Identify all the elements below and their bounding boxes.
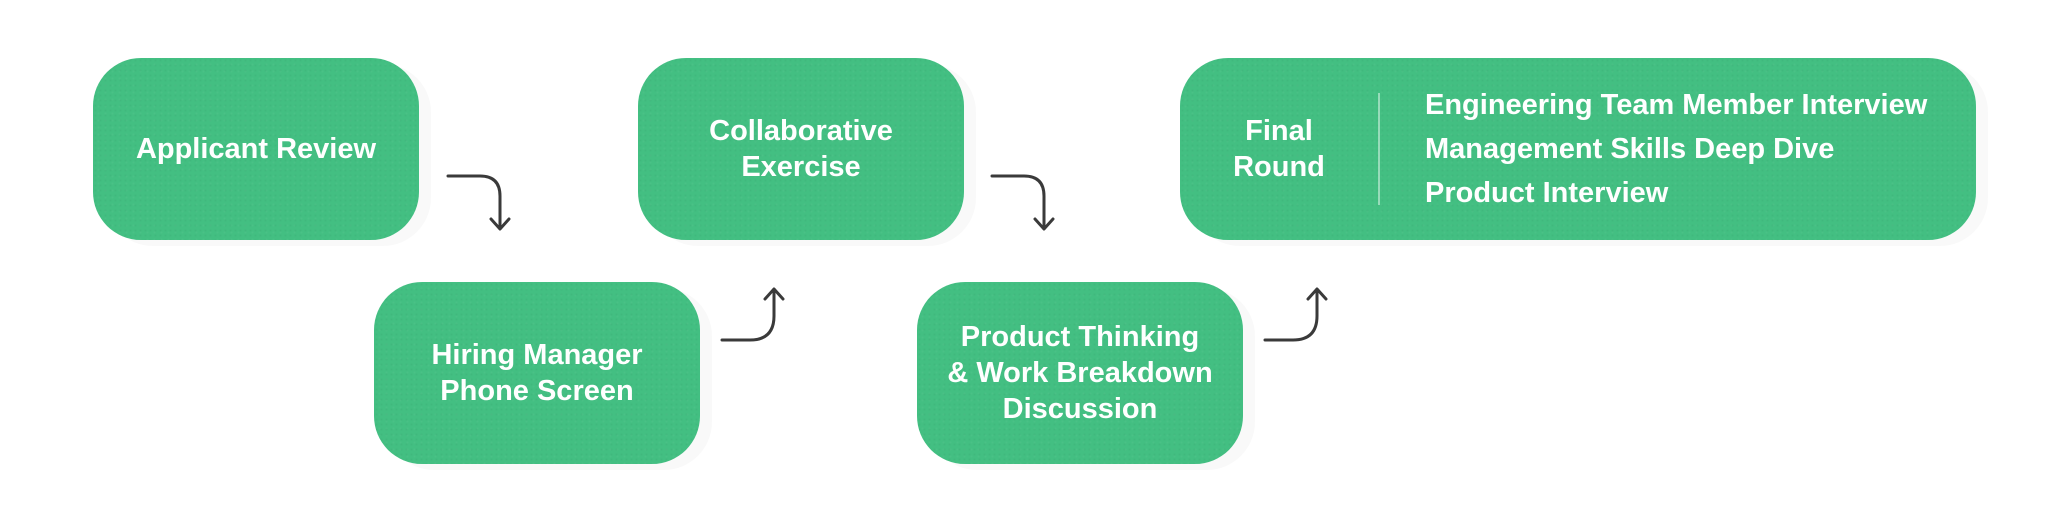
step-applicant-review: Applicant Review [93, 58, 419, 240]
step-label: Applicant Review [135, 133, 377, 165]
step-label: Collaborative Exercise [709, 115, 893, 183]
step-label: Hiring Manager Phone Screen [431, 339, 643, 407]
list-item: Management Skills Deep Dive [1425, 133, 1835, 165]
curved-arrow-up-icon [1263, 287, 1328, 342]
step-collaborative-exercise: Collaborative Exercise [638, 58, 964, 240]
list-item: Product Interview [1425, 177, 1669, 209]
step-product-thinking-discussion: Product Thinking & Work Breakdown Discus… [917, 282, 1243, 464]
step-hiring-manager-phone-screen: Hiring Manager Phone Screen [374, 282, 700, 464]
step-final-round: Final Round Engineering Team Member Inte… [1180, 58, 1976, 240]
curved-arrow-down-icon [990, 174, 1055, 231]
final-round-divider [1378, 93, 1380, 205]
final-round-list: Engineering Team Member Interview Manage… [1380, 83, 1927, 215]
step-label: Product Thinking & Work Breakdown Discus… [947, 321, 1213, 425]
list-item: Engineering Team Member Interview [1425, 89, 1928, 121]
curved-arrow-up-icon [720, 287, 785, 342]
final-round-title: Final Round [1233, 115, 1325, 183]
curved-arrow-down-icon [446, 174, 511, 231]
